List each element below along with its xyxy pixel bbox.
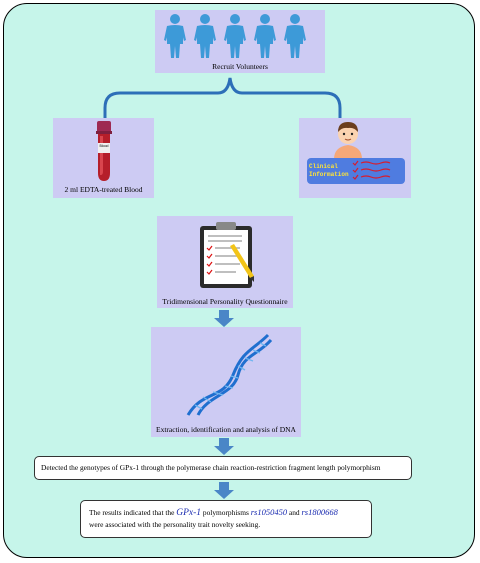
arrow-down-2 (214, 438, 234, 455)
dna-label: Extraction, identification and analysis … (156, 425, 296, 434)
result-prefix: The results indicated that the (89, 508, 177, 517)
gene-name: GPx-1 (176, 508, 202, 518)
clinical-line2: Information (309, 171, 349, 178)
clipboard-icon (200, 222, 254, 288)
snp-rs1050450: rs1050450 (250, 507, 288, 517)
clinical-info-text: Clinical Information (309, 163, 349, 179)
genotype-box: Detected the genotypes of GPx-1 through … (34, 456, 412, 480)
questionnaire-label: Tridimensional Personality Questionnaire (162, 297, 288, 306)
tube-label: Blood (99, 144, 109, 148)
blood-tube-icon (96, 121, 112, 181)
result-line-2: were associated with the personality tra… (89, 520, 261, 529)
doctor-icon (334, 122, 362, 159)
clinical-line1: Clinical (309, 163, 338, 170)
result-line-1: The results indicated that the GPx-1 pol… (89, 506, 363, 519)
result-mid2: and (287, 508, 302, 517)
dna-panel (151, 327, 301, 437)
volunteers-icon (164, 14, 306, 58)
dna-helix-icon (186, 333, 273, 416)
snp-rs1800668: rs1800668 (301, 507, 338, 517)
recruit-label: Recruit Volunteers (212, 62, 268, 71)
result-mid1: polymorphisms (201, 508, 251, 517)
arrow-down-1 (214, 310, 234, 327)
checklist-marks (352, 160, 391, 180)
arrow-down-3 (214, 482, 234, 499)
brace-connector (103, 77, 342, 118)
blood-label: 2 ml EDTA-treated Blood (64, 185, 143, 194)
result-box: The results indicated that the GPx-1 pol… (80, 500, 372, 538)
genotype-text: Detected the genotypes of GPx-1 through … (41, 463, 381, 472)
